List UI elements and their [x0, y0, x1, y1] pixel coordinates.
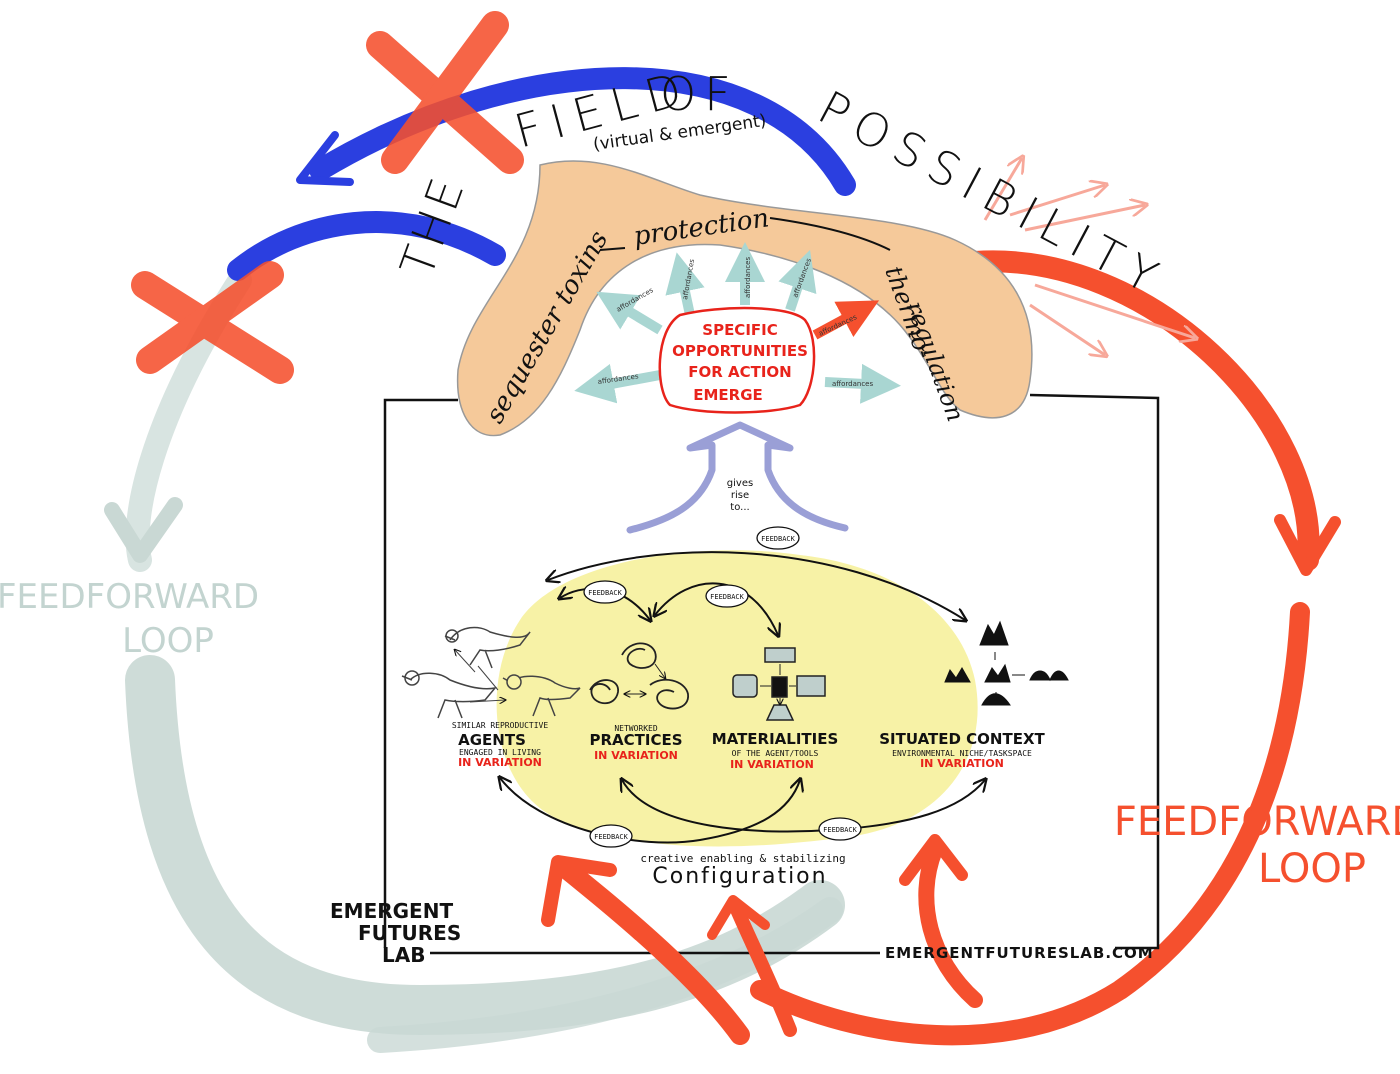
material-block-icon: [771, 676, 788, 698]
practice-icons: [589, 642, 689, 710]
material-block-icon: [732, 674, 758, 698]
feedforward-left-line1: FEEDFORWARD: [0, 577, 259, 617]
materialities-variation: IN VARIATION: [730, 758, 814, 771]
svg-text:FEEDBACK: FEEDBACK: [823, 826, 858, 834]
feedback-badges: FEEDBACK FEEDBACK FEEDBACK FEEDBACK FEED…: [583, 526, 862, 848]
affordance-arrow: [665, 252, 705, 317]
feedback-badge: FEEDBACK: [583, 580, 627, 604]
logo-line-2: FUTURES: [358, 921, 461, 945]
material-block-icon: [796, 675, 826, 697]
mountain-icon: [944, 667, 971, 683]
gives-rise-arrow: [626, 421, 849, 534]
context-sub: ENVIRONMENTAL NICHE/TASKSPACE: [892, 749, 1032, 758]
svg-text:FEEDBACK: FEEDBACK: [588, 589, 623, 597]
materialities-sub: OF THE AGENT/TOOLS: [732, 749, 819, 758]
radiating-pink-arrows: [983, 158, 1195, 355]
mountain-icon: [979, 620, 1009, 646]
practices-variation: IN VARIATION: [594, 749, 678, 762]
feedforward-right-line2: LOOP: [1258, 846, 1366, 892]
material-icons: [732, 647, 826, 721]
title-of: OF: [660, 67, 739, 121]
affordance-arrow: [778, 249, 817, 312]
svg-text:FEEDBACK: FEEDBACK: [761, 535, 796, 543]
feedforward-left-label: FEEDFORWARD LOOP: [0, 577, 259, 661]
context-variation: IN VARIATION: [920, 757, 1004, 770]
cross-out-top-icon: [366, 11, 524, 174]
affordance-label: affordances: [744, 257, 752, 298]
logo-line-1: EMERGENT: [330, 899, 453, 923]
dinosaur-icon: [401, 670, 497, 719]
context-name: SITUATED CONTEXT: [879, 730, 1045, 748]
affordance-arrow: [824, 363, 901, 404]
mountain-icon: [1029, 670, 1069, 682]
feedback-badge: FEEDBACK: [705, 584, 749, 608]
feedback-badge: FEEDBACK: [756, 526, 800, 550]
agents-pre: SIMILAR REPRODUCTIVE: [452, 721, 549, 730]
agents-name: AGENTS: [458, 731, 526, 749]
element-practices: NETWORKED PRACTICES IN VARIATION: [589, 724, 682, 762]
landscape-icons: [944, 620, 1069, 705]
agents-sub: ENGAGED IN LIVING: [459, 748, 541, 757]
svg-text:FEEDBACK: FEEDBACK: [594, 833, 629, 841]
emerge-line-1: SPECIFIC: [702, 321, 777, 339]
element-materialities: MATERIALITIES OF THE AGENT/TOOLS IN VARI…: [712, 730, 839, 771]
knot-icon: [649, 678, 689, 710]
emergent-futures-lab-logo: EMERGENT FUTURES LAB: [330, 899, 461, 967]
affordance-arrow-highlight: [812, 300, 880, 340]
logo-line-3: LAB: [382, 943, 425, 967]
agents-variation: IN VARIATION: [458, 756, 542, 769]
right-feedforward-arc: [750, 250, 1341, 1046]
configuration-pre: creative enabling & stabilizing: [640, 852, 845, 865]
svg-text:FEEDBACK: FEEDBACK: [710, 593, 745, 601]
feedback-badge: FEEDBACK: [818, 817, 862, 841]
site-url: EMERGENTFUTURESLAB.COM: [885, 944, 1154, 962]
affordance-arrow: [574, 363, 661, 404]
gives-rise-label-1: gives: [727, 478, 753, 489]
configuration-label: creative enabling & stabilizing Configur…: [640, 852, 845, 889]
knot-icon: [621, 642, 657, 669]
gives-rise-label-3: to...: [730, 502, 749, 513]
feedback-badge: FEEDBACK: [589, 824, 633, 848]
emerge-bubble: SPECIFIC OPPORTUNITIES FOR ACTION EMERGE: [658, 306, 816, 414]
feedforward-right-label: FEEDFORWARD LOOP: [1114, 799, 1400, 892]
dinosaur-icons: [401, 626, 581, 719]
knot-icon: [589, 679, 619, 705]
material-block-icon: [764, 647, 796, 663]
configuration-name: Configuration: [652, 864, 827, 889]
red-input-arrows: [541, 834, 983, 1045]
affordance-arrow: [596, 291, 663, 335]
emerge-line-2: OPPORTUNITIES: [672, 342, 808, 360]
emerge-line-4: EMERGE: [693, 386, 763, 404]
feedforward-right-line1: FEEDFORWARD: [1114, 799, 1400, 845]
materialities-name: MATERIALITIES: [712, 730, 839, 748]
feedforward-left-line2: LOOP: [122, 621, 214, 661]
element-agents: SIMILAR REPRODUCTIVE AGENTS ENGAGED IN L…: [452, 721, 549, 769]
practices-pre: NETWORKED: [614, 724, 658, 733]
cross-out-left-icon: [131, 261, 294, 384]
mountain-icon: [984, 663, 1011, 683]
practices-name: PRACTICES: [589, 731, 682, 749]
emerge-line-3: FOR ACTION: [688, 363, 792, 381]
element-context: SITUATED CONTEXT ENVIRONMENTAL NICHE/TAS…: [879, 730, 1045, 770]
affordance-label: affordances: [832, 380, 873, 388]
gives-rise-label-2: rise: [731, 490, 749, 501]
configuration-blob: [496, 550, 978, 847]
